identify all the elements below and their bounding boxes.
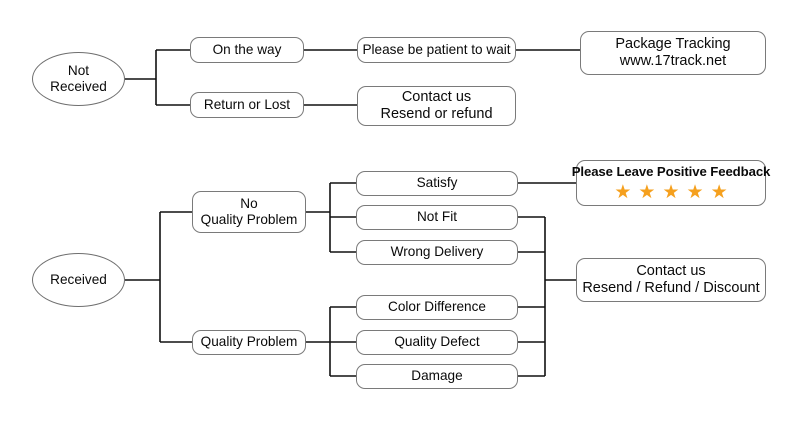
node-not-fit[interactable]: Not Fit — [356, 205, 518, 230]
node-not-fit-label: Not Fit — [416, 209, 458, 225]
node-no-quality-problem-line2: Quality Problem — [200, 212, 298, 227]
star-icon[interactable]: ★ — [662, 181, 680, 203]
node-contact-resend-refund-line1: Contact us — [401, 88, 472, 105]
node-on-the-way[interactable]: On the way — [190, 37, 304, 63]
node-quality-problem-label: Quality Problem — [200, 334, 298, 350]
node-damage[interactable]: Damage — [356, 364, 518, 389]
node-please-be-patient-label: Please be patient to wait — [362, 41, 511, 57]
node-quality-defect[interactable]: Quality Defect — [356, 330, 518, 355]
node-positive-feedback-title: Please Leave Positive Feedback — [571, 164, 771, 180]
node-positive-feedback[interactable]: Please Leave Positive Feedback ★ ★ ★ ★ ★ — [572, 160, 770, 206]
node-received-label: Received — [50, 271, 107, 287]
node-contact-resend-refund-line2: Resend or refund — [380, 106, 493, 122]
node-package-tracking-line2: www.17track.net — [619, 53, 727, 69]
node-contact-outcome-line1: Contact us — [636, 262, 706, 279]
star-icon[interactable]: ★ — [686, 181, 704, 203]
node-wrong-delivery-label: Wrong Delivery — [390, 244, 484, 260]
node-contact-resend-refund-discount[interactable]: Contact us Resend / Refund / Discount — [576, 258, 766, 302]
node-on-the-way-label: On the way — [212, 41, 282, 57]
node-damage-label: Damage — [411, 368, 463, 384]
node-satisfy[interactable]: Satisfy — [356, 171, 518, 196]
star-icon[interactable]: ★ — [710, 181, 728, 203]
node-received[interactable]: Received — [32, 253, 125, 307]
node-package-tracking[interactable]: Package Tracking www.17track.net — [580, 31, 766, 75]
node-no-quality-problem-line1: No — [240, 195, 258, 211]
node-return-or-lost[interactable]: Return or Lost — [190, 92, 304, 118]
star-icon[interactable]: ★ — [638, 181, 656, 203]
node-please-be-patient[interactable]: Please be patient to wait — [357, 37, 516, 63]
node-quality-problem[interactable]: Quality Problem — [192, 330, 306, 355]
node-return-or-lost-label: Return or Lost — [203, 96, 291, 112]
node-not-received-line1: Not — [67, 62, 90, 78]
node-wrong-delivery[interactable]: Wrong Delivery — [356, 240, 518, 265]
node-color-difference[interactable]: Color Difference — [356, 295, 518, 320]
node-not-received-line2: Received — [50, 79, 107, 94]
node-color-difference-label: Color Difference — [388, 299, 486, 315]
node-not-received[interactable]: Not Received — [32, 52, 125, 106]
star-icon[interactable]: ★ — [614, 181, 632, 203]
star-rating[interactable]: ★ ★ ★ ★ ★ — [614, 183, 727, 202]
node-no-quality-problem[interactable]: No Quality Problem — [192, 191, 306, 233]
node-package-tracking-line1: Package Tracking — [615, 35, 731, 52]
node-quality-defect-label: Quality Defect — [394, 334, 480, 350]
node-contact-resend-refund[interactable]: Contact us Resend or refund — [357, 86, 516, 126]
node-satisfy-label: Satisfy — [416, 175, 458, 191]
node-contact-outcome-line2: Resend / Refund / Discount — [582, 280, 760, 296]
